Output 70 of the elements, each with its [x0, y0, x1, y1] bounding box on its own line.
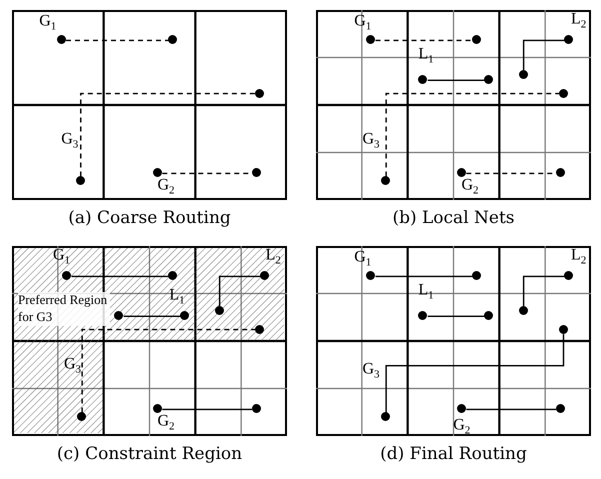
pin-dot: [381, 412, 390, 421]
net-label: G$_{1}$: [354, 250, 372, 269]
pin-dot: [76, 176, 85, 185]
net-label: G$_{1}$: [39, 14, 56, 33]
pin-dot: [418, 75, 428, 84]
pin-dot: [484, 75, 494, 84]
pin-dot: [564, 35, 573, 44]
net-label: L$_{2}$: [266, 248, 281, 267]
pin-dot: [564, 271, 573, 280]
routing-grid: [12, 10, 287, 200]
net-label: L$_{1}$: [418, 46, 434, 66]
wire: [80, 92, 255, 176]
net-label: G$_{1}$: [52, 248, 70, 267]
net-label: G$_{2}$: [453, 417, 470, 436]
net-label: G$_{2}$: [157, 177, 175, 196]
wire: [124, 316, 181, 317]
pin-dot: [518, 70, 528, 79]
pin-dot: [56, 35, 66, 44]
panel-caption: (d) Final Routing: [380, 444, 527, 464]
net-label: G$_{3}$: [362, 362, 380, 381]
wire: [81, 328, 255, 412]
wire: [218, 276, 260, 306]
panel-caption: (c) Constraint Region: [56, 444, 242, 464]
net-label: G$_{2}$: [461, 177, 479, 196]
wire: [66, 40, 169, 42]
wire: [428, 316, 485, 317]
pin-dot: [152, 168, 162, 178]
pin-dot: [558, 324, 568, 334]
wire: [385, 334, 564, 412]
net-label: L$_{2}$: [570, 248, 586, 267]
pin-dot: [558, 88, 568, 98]
wire: [162, 408, 252, 410]
panel-caption: (b) Local Nets: [392, 208, 515, 228]
wire: [385, 92, 559, 176]
pin-dot: [556, 404, 565, 414]
wire: [72, 276, 168, 278]
region-label: Preferred Region for G3: [18, 292, 110, 326]
net-label: G$_{2}$: [157, 413, 175, 432]
wire: [522, 276, 564, 306]
routing-grid: [316, 246, 591, 436]
net-label: G$_{3}$: [64, 356, 82, 376]
pin-dot: [168, 35, 178, 44]
wire: [522, 40, 564, 70]
routing-grid: [316, 10, 591, 200]
panel-caption: (a) Coarse Routing: [68, 208, 231, 228]
pin-dot: [472, 271, 481, 280]
wire: [376, 40, 472, 42]
pin-dot: [381, 176, 390, 185]
net-label: L$_{1}$: [418, 282, 434, 302]
pin-dot: [252, 168, 261, 178]
pin-dot: [472, 35, 481, 44]
pin-dot: [484, 311, 494, 320]
pin-dot: [366, 35, 375, 44]
pin-dot: [556, 168, 565, 178]
net-label: G$_{3}$: [362, 132, 380, 151]
net-label: G$_{1}$: [354, 14, 372, 33]
pin-dot: [366, 271, 375, 280]
pin-dot: [456, 404, 466, 414]
pin-dot: [152, 404, 162, 414]
pin-dot: [252, 404, 261, 414]
wire: [428, 80, 485, 81]
net-label: L$_{1}$: [169, 288, 185, 307]
wire: [376, 276, 472, 278]
net-label: G$_{3}$: [61, 132, 78, 151]
pin-dot: [518, 306, 528, 315]
net-label: L$_{2}$: [570, 12, 586, 31]
pin-dot: [254, 88, 264, 98]
pin-dot: [456, 168, 466, 178]
pin-dot: [418, 311, 428, 320]
wire: [466, 408, 556, 410]
